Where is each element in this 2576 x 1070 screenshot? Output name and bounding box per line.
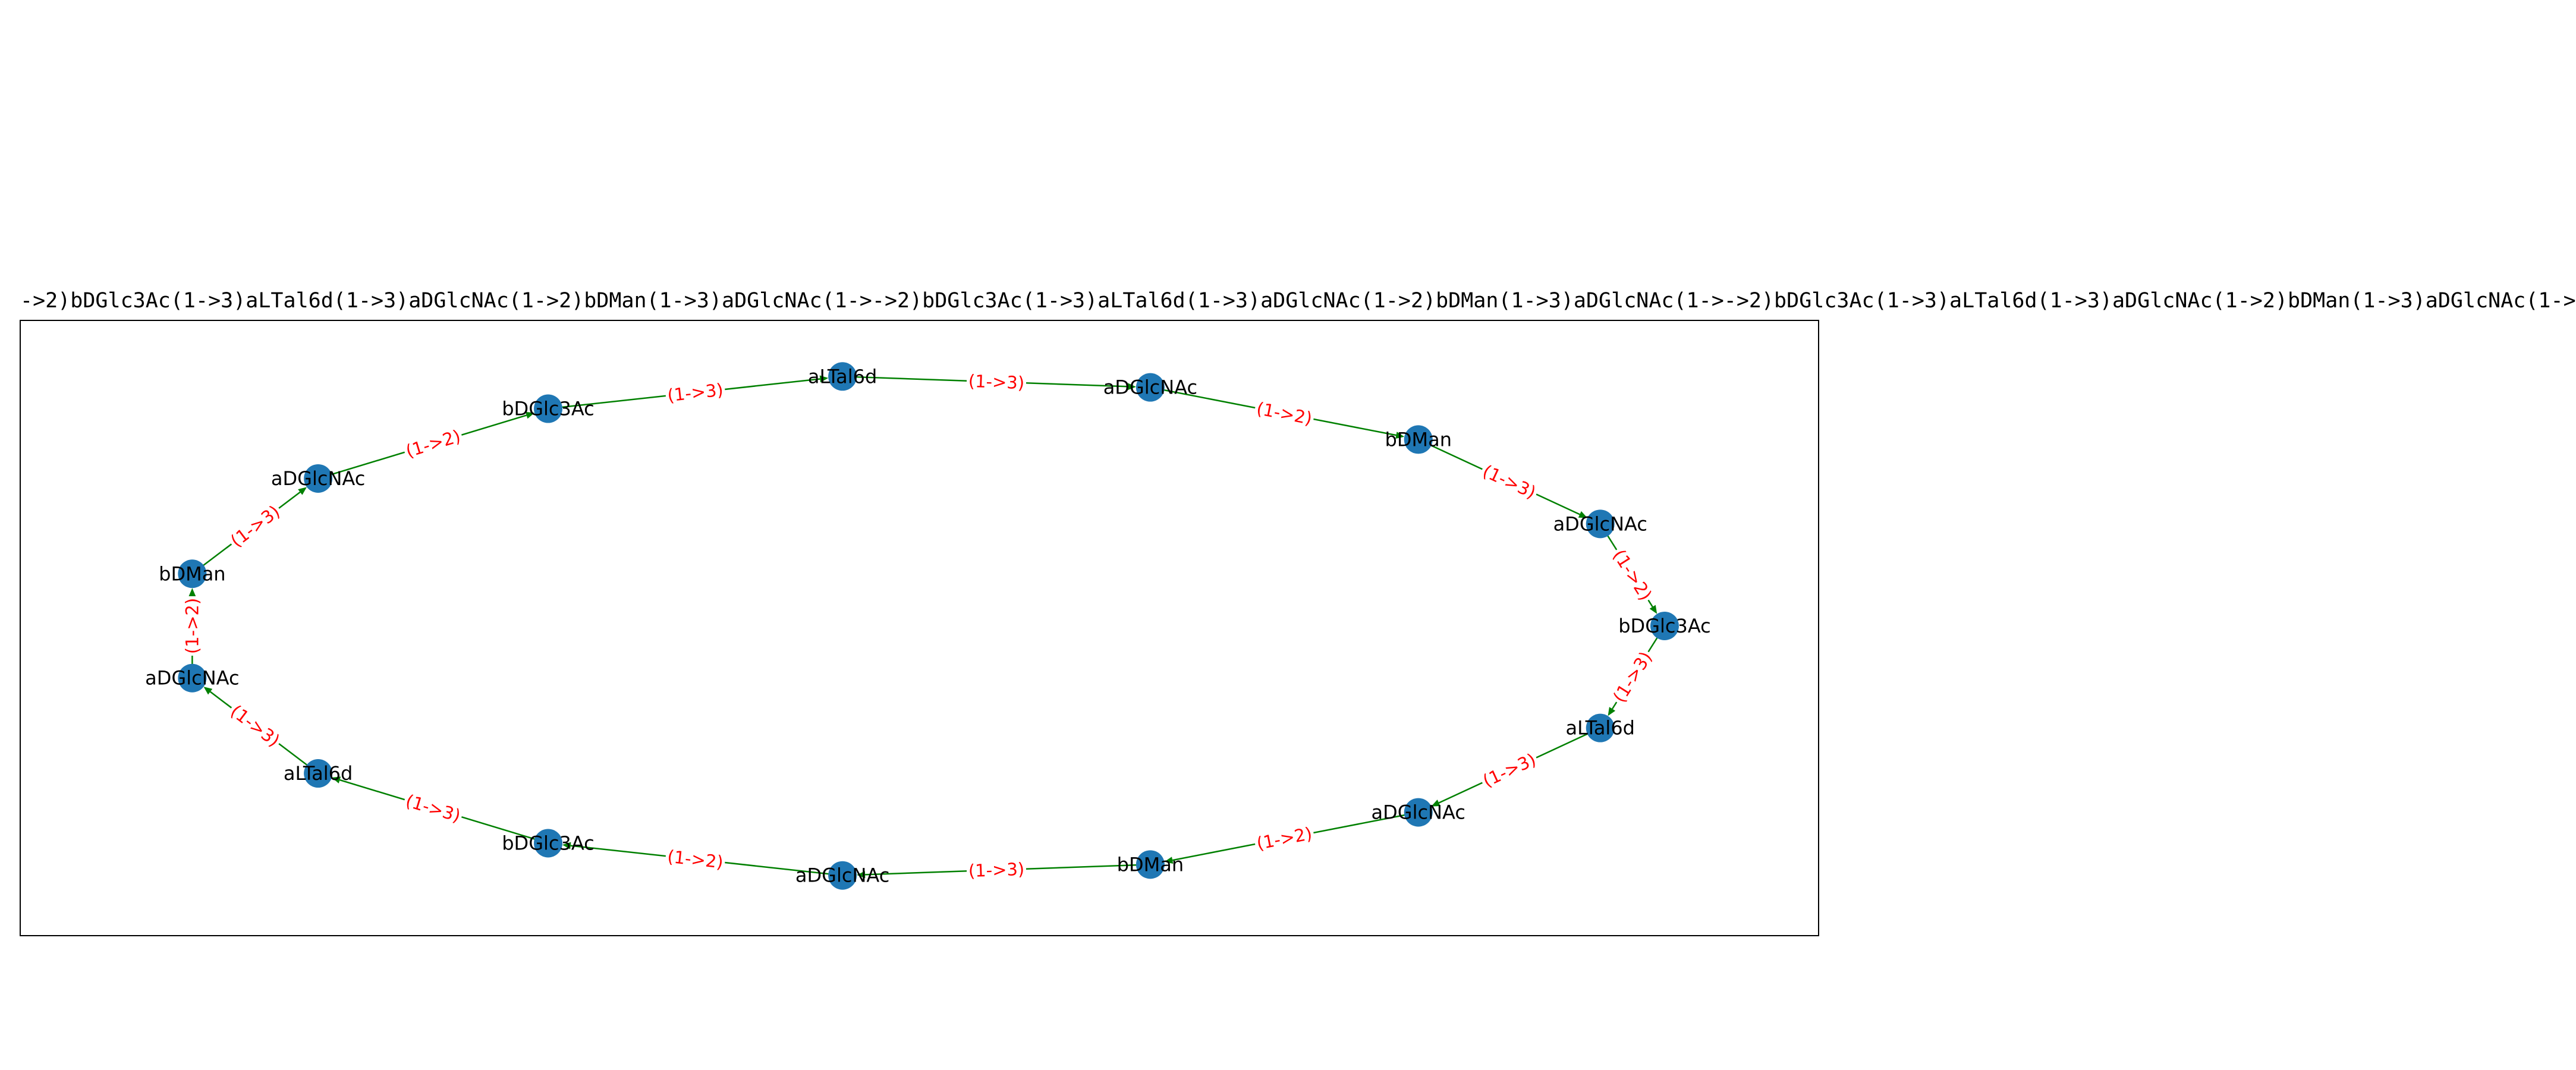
edge-arrowhead — [1578, 511, 1587, 518]
node-label: aLTal6d — [284, 762, 353, 785]
node-labels-layer: bDGlc3Ac aDGlcNAc bDMan aDGlcNAc aLTal6d bDGl… — [145, 365, 1711, 886]
edge-label-background — [401, 789, 465, 827]
node-circle — [534, 829, 562, 858]
edge-label-background — [182, 596, 203, 656]
edge-label: (1->2) — [1253, 823, 1316, 854]
edge-label: (1->2) — [1253, 398, 1316, 429]
edge-arrowhead — [332, 776, 341, 783]
node-circle — [1586, 713, 1615, 742]
edge-label: (1->3) — [1608, 646, 1657, 708]
edge-label-background — [1608, 544, 1657, 606]
node-circle — [304, 464, 333, 493]
edge-label: (1->3) — [966, 858, 1027, 882]
edge-arrowhead — [1431, 800, 1440, 807]
nodes-layer — [178, 362, 1679, 890]
node-circle — [178, 663, 207, 693]
edge-label-text: (1->3) — [666, 379, 724, 405]
node-label: aDGlcNAc — [795, 864, 889, 887]
edge-arrowhead — [203, 687, 213, 695]
edge-label-background — [1478, 460, 1541, 503]
edge-arrowhead — [819, 375, 829, 383]
edge-label: (1->3) — [665, 379, 726, 406]
node-label: bDMan — [1385, 428, 1452, 451]
edge-label-background — [665, 846, 726, 873]
edge-arrowhead — [857, 871, 866, 879]
node-circle — [1586, 509, 1615, 539]
edge-label: (1->3) — [966, 370, 1027, 394]
edge-label-text: (1->2) — [404, 426, 463, 461]
edge-label-text: (1->2) — [1255, 823, 1314, 854]
edge-label-text: (1->3) — [404, 791, 463, 826]
node-circle — [1136, 850, 1165, 879]
node-label: aLTal6d — [1566, 717, 1635, 739]
edge-label-background — [1608, 646, 1657, 708]
axes-frame — [20, 320, 1819, 936]
edge-arrowhead — [1164, 857, 1174, 864]
diagram-title: ->2)bDGlc3Ac(1->3)aLTal6d(1->3)aDGlcNAc(… — [20, 289, 2576, 313]
edge-label-text: (1->3) — [968, 859, 1024, 881]
node-circle — [1136, 373, 1165, 402]
edge-label: (1->3) — [401, 789, 465, 827]
edge-arrowhead — [1649, 605, 1657, 614]
edge-arrowhead — [1127, 383, 1136, 391]
edge-label-background — [1253, 398, 1316, 429]
edge-label-text: (1->2) — [1609, 546, 1656, 604]
node-label: aDGlcNAc — [145, 667, 239, 690]
node-label: aDGlcNAc — [1553, 512, 1647, 535]
node-label: bDGlc3Ac — [1618, 615, 1711, 637]
node-label: bDMan — [1117, 853, 1184, 876]
edge-label: (1->2) — [1608, 544, 1657, 606]
edge-label-text: (1->2) — [666, 846, 724, 873]
edge-label: (1->3) — [225, 500, 285, 552]
edge-label-background — [665, 379, 726, 406]
node-circle — [1650, 612, 1679, 640]
node-label: aLTal6d — [808, 365, 877, 388]
node-label: aDGlcNAc — [1372, 801, 1465, 824]
edge-arrowhead — [298, 487, 307, 495]
node-label: aDGlcNAc — [1103, 376, 1197, 399]
node-label: aDGlcNAc — [271, 467, 365, 490]
edge-arrowhead — [1608, 707, 1616, 716]
edge-arrowhead — [525, 411, 535, 419]
edge-label-background — [401, 425, 465, 462]
node-circle — [534, 394, 562, 423]
edge-label: (1->3) — [1478, 748, 1541, 792]
node-label: bDGlc3Ac — [502, 832, 595, 854]
node-circle — [828, 861, 857, 890]
diagram-figure: ->2)bDGlc3Ac(1->3)aLTal6d(1->3)aDGlcNAc(… — [20, 289, 2576, 936]
edge-label: (1->2) — [182, 596, 203, 656]
edge-label-background — [225, 700, 285, 752]
node-circle — [1404, 798, 1433, 827]
edge-label: (1->2) — [401, 425, 465, 462]
edge-label-text: (1->3) — [968, 371, 1024, 393]
edge-label-background — [225, 500, 285, 552]
graph-canvas: (1->3) (1->3) (1->2) (1->3) (1->2) (1->3) (1->… — [20, 320, 1819, 936]
edge-label-text: (1->3) — [227, 501, 284, 551]
node-circle — [828, 362, 857, 391]
edge-arrowhead — [562, 842, 571, 849]
node-circle — [304, 759, 333, 788]
edge-label-text: (1->3) — [227, 701, 284, 751]
edge-label: (1->3) — [225, 700, 285, 752]
edge-arrowhead — [1395, 432, 1405, 439]
edge-label-background — [966, 858, 1027, 882]
edge-label-text: (1->3) — [1609, 648, 1656, 706]
node-circle — [178, 559, 207, 588]
edge-label-text: (1->2) — [182, 598, 202, 654]
edge-label-text: (1->3) — [1480, 749, 1539, 791]
node-circle — [1404, 425, 1433, 454]
edge-label-background — [966, 370, 1027, 394]
edge-label: (1->2) — [665, 846, 726, 873]
edge-label: (1->3) — [1478, 460, 1541, 503]
edge-label-text: (1->3) — [1480, 461, 1539, 503]
edge-label-text: (1->2) — [1255, 398, 1314, 429]
edge-label-background — [1253, 823, 1316, 854]
node-label: bDGlc3Ac — [502, 398, 595, 420]
edge-arrowhead — [188, 588, 196, 597]
edge-label-background — [1478, 748, 1541, 792]
node-label: bDMan — [159, 562, 225, 585]
